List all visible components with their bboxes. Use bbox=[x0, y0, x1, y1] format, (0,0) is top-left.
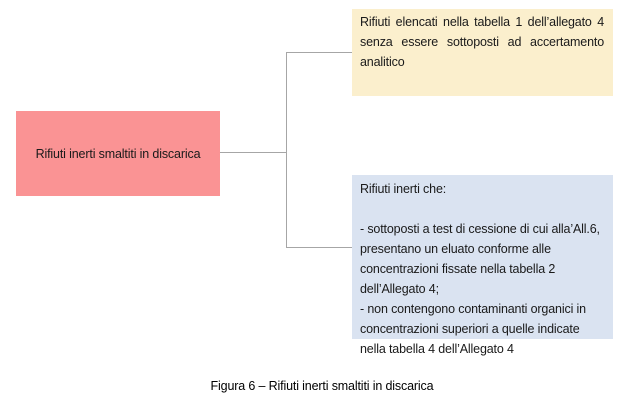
connector-root-horizontal bbox=[220, 152, 286, 153]
branch-bottom-header: Rifiuti inerti che: bbox=[360, 182, 447, 196]
branch-bottom-item-2: - non contengono contaminanti organici i… bbox=[360, 302, 586, 356]
branch-top-text: Rifiuti elencati nella tabella 1 dell’al… bbox=[360, 15, 604, 69]
branch-bottom-item-1: - sottoposti a test di cessione di cui a… bbox=[360, 222, 600, 296]
root-node-label: Rifiuti inerti smaltiti in discarica bbox=[35, 146, 201, 161]
connector-bottom-branch bbox=[286, 247, 352, 248]
diagram-node-root: Rifiuti inerti smaltiti in discarica bbox=[16, 111, 220, 196]
diagram-node-branch-top: Rifiuti elencati nella tabella 1 dell’al… bbox=[352, 9, 613, 96]
figure-caption: Figura 6 – Rifiuti inerti smaltiti in di… bbox=[210, 379, 434, 393]
connector-vertical-trunk bbox=[286, 52, 287, 248]
connector-top-branch bbox=[286, 52, 352, 53]
diagram-node-branch-bottom: Rifiuti inerti che: - sottoposti a test … bbox=[352, 175, 613, 356]
